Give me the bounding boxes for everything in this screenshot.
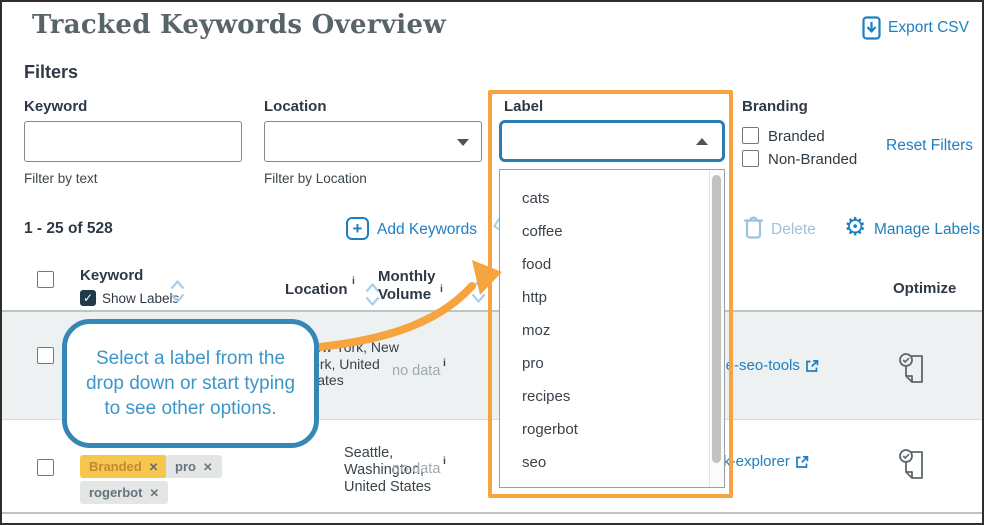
label-tag-text: Branded [89, 459, 142, 474]
label-option[interactable]: food [522, 256, 552, 273]
column-header-monthly-volume[interactable]: Monthly Volume [378, 268, 436, 303]
page-check-icon[interactable] [896, 447, 928, 484]
column-header-optimize: Optimize [893, 280, 957, 297]
external-link-icon [795, 455, 809, 469]
label-tag[interactable]: pro ✕ [166, 455, 222, 478]
branding-filter-label: Branding [742, 98, 808, 115]
sort-chevrons-icon[interactable] [470, 278, 487, 305]
location-filter-select[interactable] [264, 121, 482, 162]
dropdown-scrollbar[interactable] [709, 170, 724, 487]
no-data-info-icon[interactable]: i [443, 455, 446, 467]
row-location: Seattle, Washington, United States [344, 445, 432, 495]
label-option[interactable]: recipes [522, 388, 571, 405]
reset-filters-link[interactable]: Reset Filters [886, 137, 973, 154]
location-filter-help: Filter by Location [264, 171, 367, 186]
label-option[interactable]: pro [522, 355, 544, 372]
label-option[interactable]: cats [522, 190, 550, 207]
dropdown-scrollbar-thumb[interactable] [712, 175, 721, 463]
page-link-text: /free-seo-tools [704, 357, 800, 374]
external-link-icon [805, 359, 819, 373]
chevron-down-icon [457, 139, 469, 146]
row-checkbox[interactable] [37, 347, 54, 364]
branded-checkbox[interactable] [742, 127, 759, 144]
filters-heading: Filters [24, 62, 79, 82]
chevron-up-icon [696, 138, 708, 145]
branded-checkbox-label: Branded [768, 128, 825, 145]
column-header-keyword[interactable]: Keyword [80, 267, 144, 284]
label-tag-text: pro [175, 459, 196, 474]
label-tag[interactable]: rogerbot ✕ [80, 481, 169, 504]
show-labels-label: Show Labels [102, 291, 180, 306]
page-check-icon[interactable] [896, 351, 928, 388]
column-header-location[interactable]: Location [285, 281, 348, 298]
remove-label-icon[interactable]: ✕ [202, 462, 213, 474]
location-filter-label: Location [264, 98, 327, 115]
delete-button[interactable]: Delete [771, 221, 816, 238]
row-divider [2, 419, 982, 420]
label-option[interactable]: http [522, 289, 548, 306]
label-option[interactable]: rogerbot [522, 421, 578, 438]
label-option[interactable]: coffee [522, 223, 563, 240]
show-labels-checkbox[interactable]: ✓ [80, 290, 96, 306]
row-page-link[interactable]: /free-seo-tools [704, 357, 819, 374]
row-monthly-volume: no data [392, 461, 441, 477]
keyword-filter-label: Keyword [24, 98, 88, 115]
select-all-checkbox[interactable] [37, 271, 54, 288]
trash-icon[interactable] [743, 214, 764, 240]
non-branded-checkbox[interactable] [742, 150, 759, 167]
add-keywords-button[interactable]: Add Keywords [377, 221, 477, 238]
non-branded-checkbox-label: Non-Branded [768, 151, 858, 168]
table-bottom-divider [2, 512, 982, 514]
label-filter-combobox[interactable] [499, 120, 725, 162]
label-tag-text: rogerbot [89, 485, 143, 500]
callout-text: Select a label from the drop down or sta… [85, 348, 296, 419]
result-count: 1 - 25 of 528 [24, 220, 113, 237]
callout-bubble: Select a label from the drop down or sta… [62, 319, 319, 448]
remove-label-icon[interactable]: ✕ [149, 488, 160, 500]
label-option[interactable]: moz [522, 322, 551, 339]
location-info-icon[interactable]: i [352, 275, 355, 287]
export-csv-button[interactable]: Export CSV [862, 16, 969, 40]
manage-labels-button[interactable]: Manage Labels [874, 221, 980, 238]
volume-info-icon[interactable]: i [440, 283, 443, 295]
row-monthly-volume: no data [392, 363, 441, 379]
label-filter-label: Label [504, 98, 544, 115]
file-download-icon [862, 16, 881, 40]
row-page-link[interactable]: /link-explorer [704, 453, 809, 470]
page-title: Tracked Keywords Overview [32, 10, 446, 40]
sort-chevrons-icon[interactable] [169, 278, 186, 305]
no-data-info-icon[interactable]: i [443, 357, 446, 369]
header-divider [2, 310, 982, 312]
keyword-filter-input[interactable] [24, 121, 242, 162]
plus-square-icon[interactable]: + [346, 217, 369, 240]
export-csv-label: Export CSV [888, 19, 969, 36]
label-tag[interactable]: Branded ✕ [80, 455, 168, 478]
remove-label-icon[interactable]: ✕ [148, 462, 159, 474]
gear-icon[interactable]: ⚙ [844, 212, 867, 241]
keyword-filter-help: Filter by text [24, 171, 98, 186]
label-dropdown-list[interactable]: cats coffee food http moz pro recipes ro… [499, 169, 725, 488]
row-checkbox[interactable] [37, 459, 54, 476]
page-link-text: /link-explorer [704, 453, 790, 470]
label-option[interactable]: seo [522, 454, 547, 471]
row-location: New York, New York, United States [304, 339, 399, 388]
